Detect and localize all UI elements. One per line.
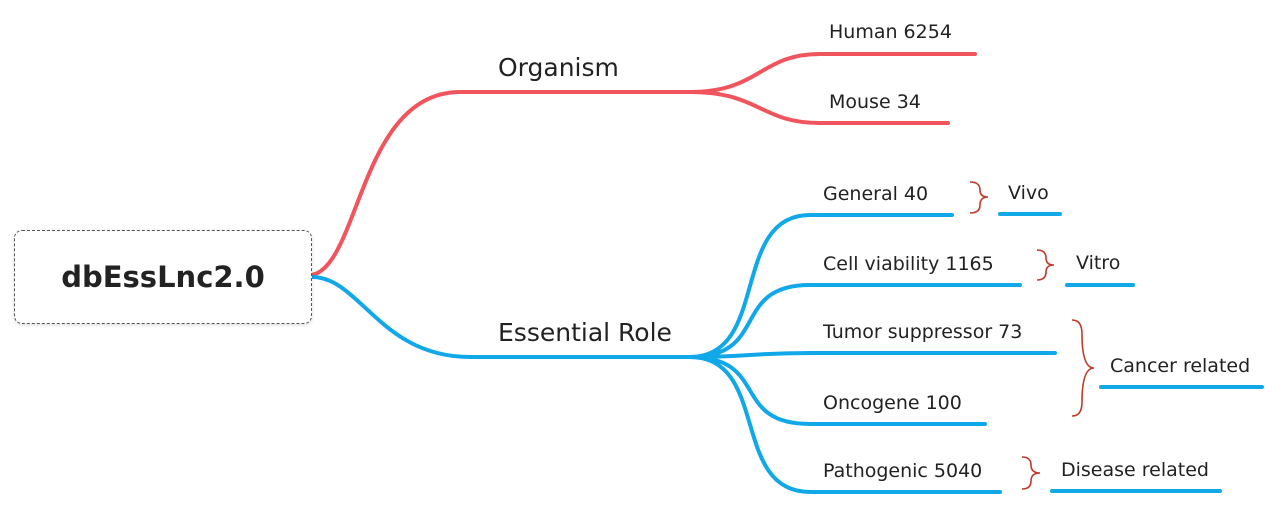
vivo-brace — [969, 181, 989, 214]
essential-to-oncogene-line — [688, 355, 987, 426]
essential-to-cell-viability-line — [688, 283, 1022, 359]
organism-to-mouse-line — [688, 90, 950, 125]
essential-to-general-line — [688, 213, 954, 359]
root-to-organism-line — [310, 90, 692, 277]
cell-viability-label: Cell viability 1165 — [823, 253, 994, 275]
essential-role-branch-lines — [310, 212, 1264, 494]
vivo-label: Vivo — [1008, 182, 1049, 204]
vitro-label: Vitro — [1076, 252, 1121, 274]
braces — [969, 181, 1095, 490]
organism-to-human-line — [688, 52, 977, 94]
general-label: General 40 — [823, 183, 929, 205]
disease-related-brace — [1021, 456, 1041, 490]
organism-label: Organism — [498, 53, 619, 82]
essential-role-label: Essential Role — [498, 318, 672, 347]
root-node: dbEssLnc2.0 — [14, 230, 312, 324]
mouse-label: Mouse 34 — [829, 91, 921, 113]
organism-branch-lines — [310, 52, 977, 277]
disease-related-label: Disease related — [1061, 459, 1209, 481]
cancer-related-label: Cancer related — [1110, 355, 1251, 377]
pathogenic-label: Pathogenic 5040 — [823, 460, 983, 482]
root-label: dbEssLnc2.0 — [61, 260, 265, 294]
oncogene-label: Oncogene 100 — [823, 392, 962, 414]
essential-to-pathogenic-line — [688, 355, 1002, 494]
root-to-essential-role-line — [310, 275, 692, 359]
essential-to-tumor-suppressor-line — [688, 351, 1057, 359]
human-label: Human 6254 — [829, 21, 952, 43]
tumor-suppressor-label: Tumor suppressor 73 — [823, 321, 1023, 343]
cancer-related-brace — [1071, 319, 1095, 417]
vitro-brace — [1036, 249, 1055, 281]
